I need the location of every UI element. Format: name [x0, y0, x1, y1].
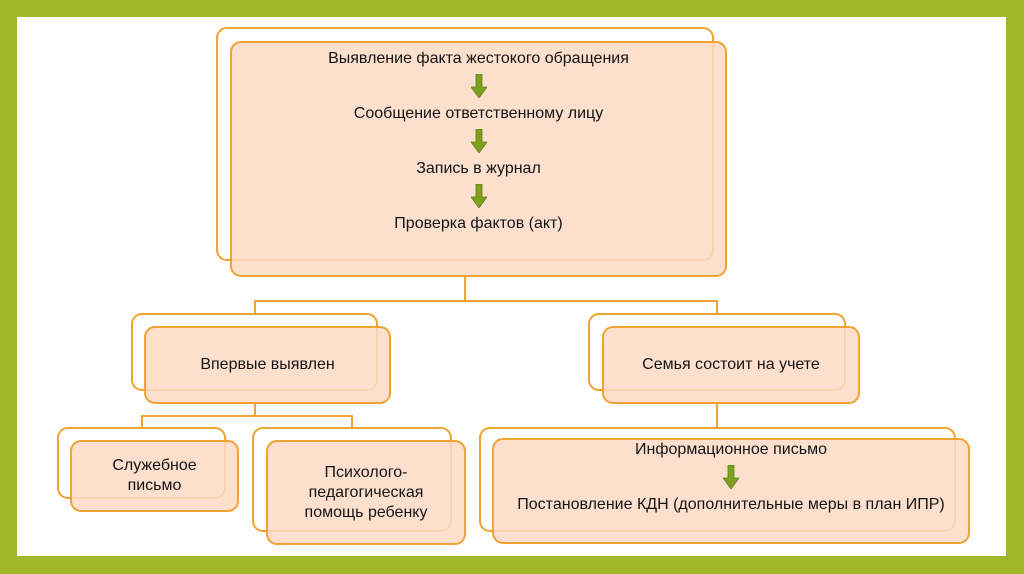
psych-help-label: Психолого-педагогическая помощь ребенку	[304, 463, 428, 521]
step-journal: Запись в журнал	[416, 160, 541, 177]
psych-help-box: Психолого-педагогическая помощь ребенку	[266, 440, 466, 545]
connector	[254, 403, 256, 417]
connector	[141, 415, 353, 417]
arrow-down-icon	[723, 465, 739, 489]
connector	[254, 300, 718, 302]
step-info-letter: Информационное письмо	[635, 441, 827, 458]
registered-family-label: Семья состоит на учете	[642, 356, 820, 373]
registered-family-box: Семья состоит на учете	[602, 326, 860, 404]
first-detected-box: Впервые выявлен	[144, 326, 391, 404]
arrow-down-icon	[470, 74, 487, 98]
info-letter-box: Информационное письмо Постановление КДН …	[492, 438, 970, 544]
first-detected-label: Впервые выявлен	[200, 356, 335, 373]
connector	[351, 415, 353, 428]
step-report: Сообщение ответственному лицу	[353, 105, 604, 122]
connector	[141, 415, 143, 428]
step-kdn-resolution: Постановление КДН (дополнительные меры в…	[517, 496, 945, 513]
official-letter-label: Служебное письмо	[112, 457, 197, 494]
step-check: Проверка фактов (акт)	[394, 215, 563, 232]
arrow-down-icon	[470, 129, 487, 153]
connector	[254, 300, 256, 314]
connector	[464, 276, 466, 302]
step-detection: Выявление факта жестокого обращения	[328, 50, 629, 67]
connector	[716, 403, 718, 428]
top-block: Выявление факта жестокого обращения Сооб…	[230, 41, 727, 277]
official-letter-box: Служебное письмо	[70, 440, 239, 512]
arrow-down-icon	[470, 184, 487, 208]
connector	[716, 300, 718, 314]
